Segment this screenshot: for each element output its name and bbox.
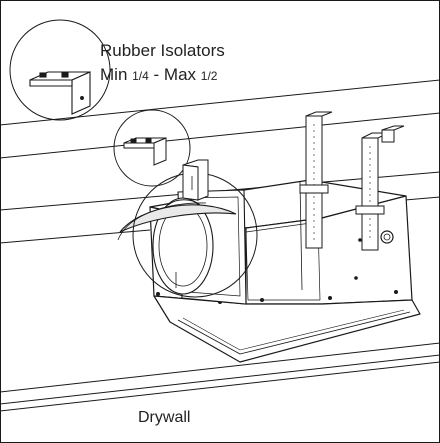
hanger-bar-left (182, 159, 209, 201)
hanger-bar-front (299, 111, 333, 249)
hanger-bar-rear (355, 132, 389, 251)
range-max-value: 1/2 (201, 69, 218, 83)
detail-circle-isolator (113, 109, 191, 187)
range-separator: - Max (149, 65, 201, 84)
drywall-label: Drywall (138, 409, 190, 426)
range-prefix: Min (100, 65, 132, 84)
callout-range: Min 1/4 - Max 1/2 (100, 65, 218, 84)
callout-circle (9, 19, 111, 121)
ceiling-joist (0, 79, 440, 159)
drywall-surface (0, 342, 440, 412)
callout-title: Rubber Isolators (100, 41, 225, 60)
isolator-detail (29, 71, 91, 115)
isolator-bracket (123, 137, 167, 166)
range-min-value: 1/4 (132, 69, 149, 83)
duct-connector (117, 197, 237, 295)
hanger-tab-far-right (381, 125, 405, 143)
